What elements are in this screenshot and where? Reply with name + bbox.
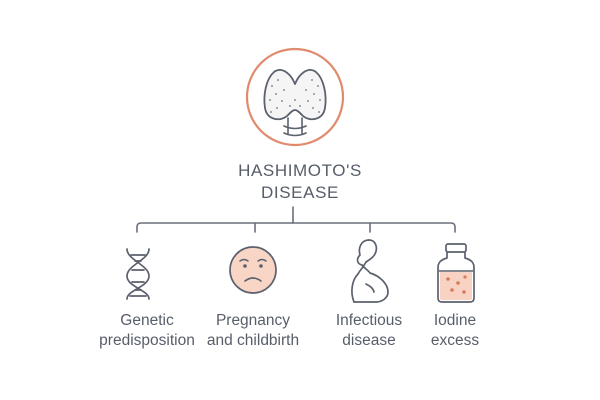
cause-label-line-1: Infectious	[335, 312, 403, 329]
thyroid-ring	[245, 47, 345, 147]
sad-face-icon	[229, 246, 277, 294]
title-line-1: HASHIMOTO'S	[238, 161, 362, 180]
cause-label-genetic: Genetic predisposition	[87, 311, 207, 351]
cause-label-pregnancy: Pregnancy and childbirth	[193, 311, 313, 351]
cause-label-line-2: predisposition	[99, 332, 195, 349]
cause-label-line-1: Pregnancy	[215, 312, 291, 329]
cause-label-line-2: excess	[430, 332, 480, 349]
thyroid-icon	[245, 47, 345, 147]
cause-label-line-2: disease	[342, 332, 396, 349]
cause-label-infectious: Infectious disease	[309, 311, 429, 351]
cause-label-line-1: Iodine	[433, 312, 477, 329]
pregnant-woman-icon	[351, 239, 389, 303]
cause-label-line-1: Genetic	[120, 312, 174, 329]
dna-icon	[126, 248, 150, 300]
title-line-2: DISEASE	[261, 183, 339, 202]
iodine-bottle-icon	[437, 243, 475, 303]
diagram-title: HASHIMOTO'S DISEASE	[150, 160, 450, 204]
connector-lines	[136, 206, 456, 233]
cause-label-iodine: Iodine excess	[395, 311, 515, 351]
cause-label-line-2: and childbirth	[206, 332, 300, 349]
